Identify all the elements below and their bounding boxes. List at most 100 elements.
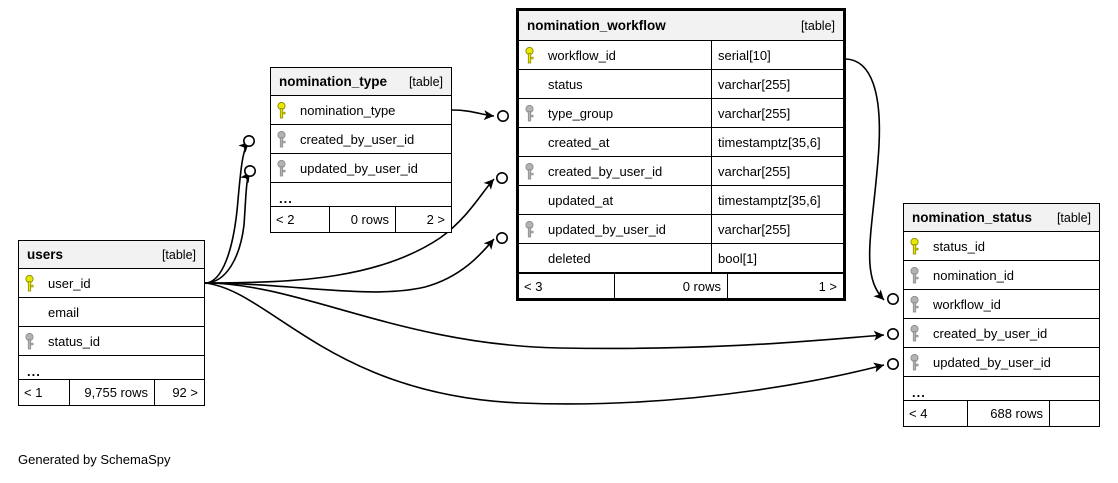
column-label: email [48, 304, 80, 320]
footer-right-count[interactable]: 2 > [395, 207, 451, 232]
table-node-users[interactable]: users [table] user_id email status_id [18, 240, 205, 406]
column-type-label: varchar[255] [718, 163, 791, 179]
column-label: workflow_id [548, 47, 616, 63]
column-name-cell: updated_by_user_id [540, 215, 711, 243]
no-key-icon [519, 128, 540, 156]
foreign-key-icon [904, 290, 925, 318]
footer-row-count: 9,755 rows [69, 380, 154, 405]
column-type-cell: timestamptz[35,6] [711, 128, 843, 156]
more-columns-indicator: ... [904, 377, 1099, 401]
table-header-nomination_type: nomination_type [table] [271, 68, 451, 96]
table-kind-label: [table] [1056, 210, 1091, 225]
table-kind-label: [table] [800, 18, 835, 33]
column-type-label: bool[1] [718, 250, 758, 266]
edge-endpoint-circle [886, 292, 899, 305]
column-label: created_at [548, 134, 610, 150]
footer-left-count[interactable]: < 3 [524, 278, 543, 294]
footer-right-count[interactable] [1049, 401, 1099, 426]
column-label: nomination_type [300, 102, 396, 118]
table-row[interactable]: workflow_id [904, 290, 1099, 319]
column-label: status_id [933, 238, 986, 254]
column-name-cell: nomination_type [292, 96, 451, 124]
column-type-cell: serial[10] [711, 41, 843, 69]
edge-endpoint-circle [495, 232, 508, 245]
ellipsis-label: ... [27, 364, 41, 379]
table-node-nomination_type[interactable]: nomination_type [table] nomination_type … [270, 67, 452, 233]
footer-row-count: 0 rows [614, 274, 727, 298]
table-row[interactable]: updated_at timestamptz[35,6] [519, 186, 843, 215]
no-key-icon [519, 244, 540, 272]
table-node-nomination_workflow[interactable]: nomination_workflow [table] workflow_id … [516, 8, 846, 301]
footer-row-count: 0 rows [329, 207, 395, 232]
column-label: updated_by_user_id [933, 354, 1051, 370]
column-name-cell: created_by_user_id [925, 319, 1099, 347]
no-key-icon [519, 70, 540, 98]
table-row[interactable]: updated_by_user_id [271, 154, 451, 183]
column-type-cell: bool[1] [711, 244, 843, 272]
edge-endpoint-circle [243, 135, 256, 148]
table-row[interactable]: type_group varchar[255] [519, 99, 843, 128]
column-type-cell: varchar[255] [711, 157, 843, 185]
foreign-key-icon [904, 348, 925, 376]
table-kind-label: [table] [408, 74, 443, 89]
primary-key-icon [19, 269, 40, 297]
column-name-cell: type_group [540, 99, 711, 127]
table-row[interactable]: updated_by_user_id varchar[255] [519, 215, 843, 244]
table-row[interactable]: nomination_type [271, 96, 451, 125]
column-type-cell: timestamptz[35,6] [711, 186, 843, 214]
column-name-cell: deleted [540, 244, 711, 272]
table-row[interactable]: updated_by_user_id [904, 348, 1099, 377]
table-row[interactable]: created_by_user_id [904, 319, 1099, 348]
footer-right-count[interactable]: 92 > [154, 380, 204, 405]
column-label: updated_by_user_id [300, 160, 418, 176]
column-name-cell: workflow_id [925, 290, 1099, 318]
edge-users-to-nomination_workflow-updated_by_user_id [204, 238, 495, 293]
column-label: created_by_user_id [300, 131, 415, 147]
footer-left-count[interactable]: < 4 [909, 406, 928, 421]
edge-nomination_workflow-to-nomination_status-workflow_id [845, 58, 885, 301]
ellipsis-label: ... [912, 385, 926, 400]
column-name-cell: email [40, 298, 204, 326]
foreign-key-icon [19, 327, 40, 355]
table-row[interactable]: user_id [19, 269, 204, 298]
column-type-cell: varchar[255] [711, 215, 843, 243]
footer-left-count[interactable]: < 1 [24, 385, 43, 400]
primary-key-icon [271, 96, 292, 124]
column-name-cell: updated_at [540, 186, 711, 214]
edge-endpoint-circle [886, 327, 899, 340]
column-name-cell: updated_by_user_id [292, 154, 451, 182]
column-label: deleted [548, 250, 591, 266]
table-row[interactable]: status_id [904, 232, 1099, 261]
column-label: status [548, 76, 583, 92]
foreign-key-icon [904, 319, 925, 347]
edge-users-to-nomination_status-updated_by_user_id [204, 282, 885, 405]
table-row[interactable]: status_id [19, 327, 204, 356]
ellipsis-label: ... [279, 191, 293, 206]
table-row[interactable]: created_at timestamptz[35,6] [519, 128, 843, 157]
table-footer-nomination_status: < 4 688 rows [904, 401, 1099, 426]
column-label: workflow_id [933, 296, 1001, 312]
table-row[interactable]: email [19, 298, 204, 327]
column-name-cell: status_id [925, 232, 1099, 260]
primary-key-icon [904, 232, 925, 260]
column-label: user_id [48, 275, 91, 291]
footer-right-count[interactable]: 1 > [727, 274, 843, 298]
foreign-key-icon [271, 154, 292, 182]
table-title: users [27, 247, 64, 262]
table-row[interactable]: nomination_id [904, 261, 1099, 290]
table-row[interactable]: status varchar[255] [519, 70, 843, 99]
column-name-cell: workflow_id [540, 41, 711, 69]
table-node-nomination_status[interactable]: nomination_status [table] status_id nomi… [903, 203, 1100, 427]
table-row[interactable]: deleted bool[1] [519, 244, 843, 273]
more-columns-indicator: ... [19, 356, 204, 380]
table-row[interactable]: created_by_user_id varchar[255] [519, 157, 843, 186]
foreign-key-icon [904, 261, 925, 289]
footer-left-count[interactable]: < 2 [276, 212, 295, 227]
table-row[interactable]: created_by_user_id [271, 125, 451, 154]
table-header-users: users [table] [19, 241, 204, 269]
column-name-cell: created_by_user_id [540, 157, 711, 185]
column-type-label: varchar[255] [718, 76, 791, 92]
table-row[interactable]: workflow_id serial[10] [519, 41, 843, 70]
column-label: updated_by_user_id [548, 221, 666, 237]
